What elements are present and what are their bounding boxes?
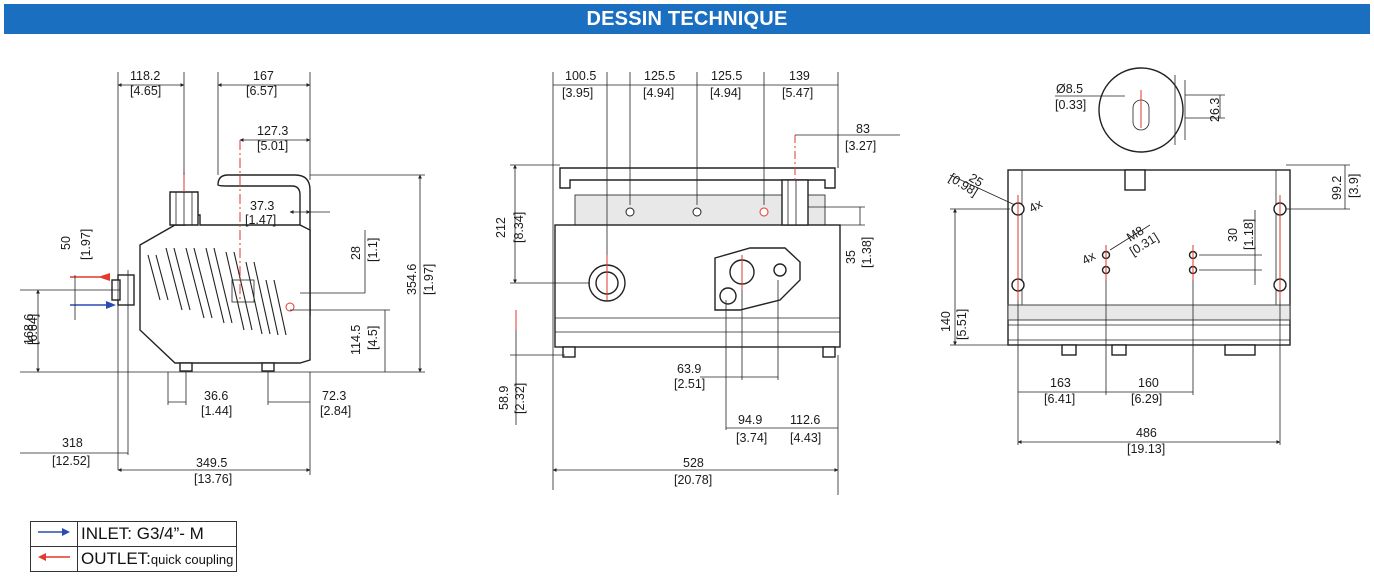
back-dim-4-value: 99.2 — [1330, 176, 1344, 200]
side-dim-9-inch: [4.5] — [366, 326, 380, 350]
front-dim-7-inch: [1.38] — [860, 237, 874, 268]
front-dim-12-value: 528 — [683, 456, 704, 470]
side-dim-12-inch: [12.52] — [52, 454, 90, 468]
legend-row-outlet: OUTLET:quick coupling — [30, 546, 238, 572]
back-dim-2-value: 26.3 — [1208, 98, 1222, 122]
side-dim-11-value: 72.3 — [322, 389, 346, 403]
front-dim-11-inch: [4.43] — [790, 431, 821, 445]
back-dim-7-value: 140 — [939, 311, 953, 332]
side-dim-5-value: 50 — [59, 236, 73, 250]
section-title-banner: DESSIN TECHNIQUE — [4, 4, 1370, 34]
side-dim-5-inch: [1.97] — [79, 229, 93, 260]
front-dim-3-inch: [4.94] — [710, 86, 741, 100]
side-dim-4-inch: [1.47] — [245, 213, 276, 227]
front-dim-10-value: 94.9 — [738, 413, 762, 427]
front-dim-9-inch: [2.51] — [674, 377, 705, 391]
back-dim-7-inch: [5.51] — [955, 309, 969, 340]
side-dim-2-value: 167 — [253, 69, 274, 83]
front-dim-6-inch: [8.34] — [512, 212, 526, 243]
back-dim-6-inch: [1.18] — [1242, 219, 1256, 250]
back-dim-8-inch: [6.41] — [1044, 392, 1075, 406]
inlet-arrow-icon — [30, 521, 78, 547]
side-dim-4-value: 37.3 — [250, 199, 274, 213]
back-dim-6-value: 30 — [1226, 228, 1240, 242]
side-dim-1-inch: [4.65] — [130, 84, 161, 98]
side-dim-12-value: 318 — [62, 436, 83, 450]
front-dim-10-inch: [3.74] — [736, 431, 767, 445]
side-dim-3-value: 127.3 — [257, 124, 288, 138]
back-dim-9-value: 160 — [1138, 376, 1159, 390]
section-title: DESSIN TECHNIQUE — [586, 8, 788, 30]
side-dim-8-value: 168.6 — [22, 314, 36, 345]
back-dim-1-inch: [0.33] — [1055, 98, 1086, 112]
inlet-label: INLET: G3/4”- M — [76, 521, 238, 547]
side-dim-7-inch: [1.97] — [422, 264, 436, 295]
side-dim-10-value: 36.6 — [204, 389, 228, 403]
back-view: Ø8.5 [0.33] 26.3 25 [0.98] 99.2 [3.9] M8… — [939, 67, 1361, 456]
back-dim-9-inch: [6.29] — [1131, 392, 1162, 406]
back-dim-8-value: 163 — [1050, 376, 1071, 390]
side-dim-6-inch: [1.1] — [366, 238, 380, 262]
front-dim-1-inch: [3.95] — [562, 86, 593, 100]
side-dim-3-inch: [5.01] — [257, 139, 288, 153]
front-dim-2-value: 125.5 — [644, 69, 675, 83]
front-dim-6-value: 212 — [494, 217, 508, 238]
front-dim-7-value: 35 — [844, 250, 858, 264]
back-dim-4-inch: [3.9] — [1347, 174, 1361, 198]
front-dim-8-inch: [2.32] — [513, 383, 527, 414]
front-dim-3-value: 125.5 — [711, 69, 742, 83]
front-dim-2-inch: [4.94] — [643, 86, 674, 100]
back-dim-10-value: 486 — [1136, 426, 1157, 440]
front-dim-8-value: 58.9 — [497, 386, 511, 410]
front-dim-12-inch: [20.78] — [674, 473, 712, 487]
side-dim-11-inch: [2.84] — [320, 404, 351, 418]
front-dim-5-value: 83 — [856, 122, 870, 136]
side-dim-1-value: 118.2 — [130, 69, 160, 83]
back-dim-10-inch: [19.13] — [1127, 442, 1165, 456]
outlet-cell: OUTLET:quick coupling — [76, 546, 238, 572]
front-dim-1-value: 100.5 — [565, 69, 596, 83]
side-dim-13-value: 349.5 — [196, 456, 227, 470]
front-dim-4-inch: [5.47] — [782, 86, 813, 100]
side-dim-10-inch: [1.44] — [201, 404, 232, 418]
outlet-label: OUTLET: — [81, 549, 151, 568]
front-dim-4-value: 139 — [789, 69, 810, 83]
side-dim-8-inch: [6.64] — [26, 314, 40, 345]
side-dim-2-inch: [6.57] — [246, 84, 277, 98]
side-dim-7-value: 354.6 — [405, 264, 419, 295]
front-dim-5-inch: [3.27] — [845, 139, 876, 153]
front-dim-9-value: 63.9 — [677, 362, 701, 376]
back-dim-3-value: 25 — [966, 171, 985, 190]
outlet-note: quick coupling — [150, 552, 234, 567]
front-dim-11-value: 112.6 — [790, 413, 820, 427]
side-dim-9-value: 114.5 — [349, 325, 363, 355]
legend-row-inlet: INLET: G3/4”- M — [30, 521, 238, 547]
back-dim-1-value: Ø8.5 — [1056, 82, 1083, 96]
side-dim-6-value: 28 — [349, 246, 363, 260]
side-dim-13-inch: [13.76] — [194, 472, 232, 486]
side-view: 118.2 [4.65] 167 [6.57] 127.3 [5.01] 37.… — [20, 69, 436, 486]
port-legend: INLET: G3/4”- M OUTLET:quick coupling — [30, 521, 238, 572]
front-view: 100.5 [3.95] 125.5 [4.94] 125.5 [4.94] 1… — [494, 69, 900, 495]
outlet-arrow-icon — [30, 546, 78, 572]
